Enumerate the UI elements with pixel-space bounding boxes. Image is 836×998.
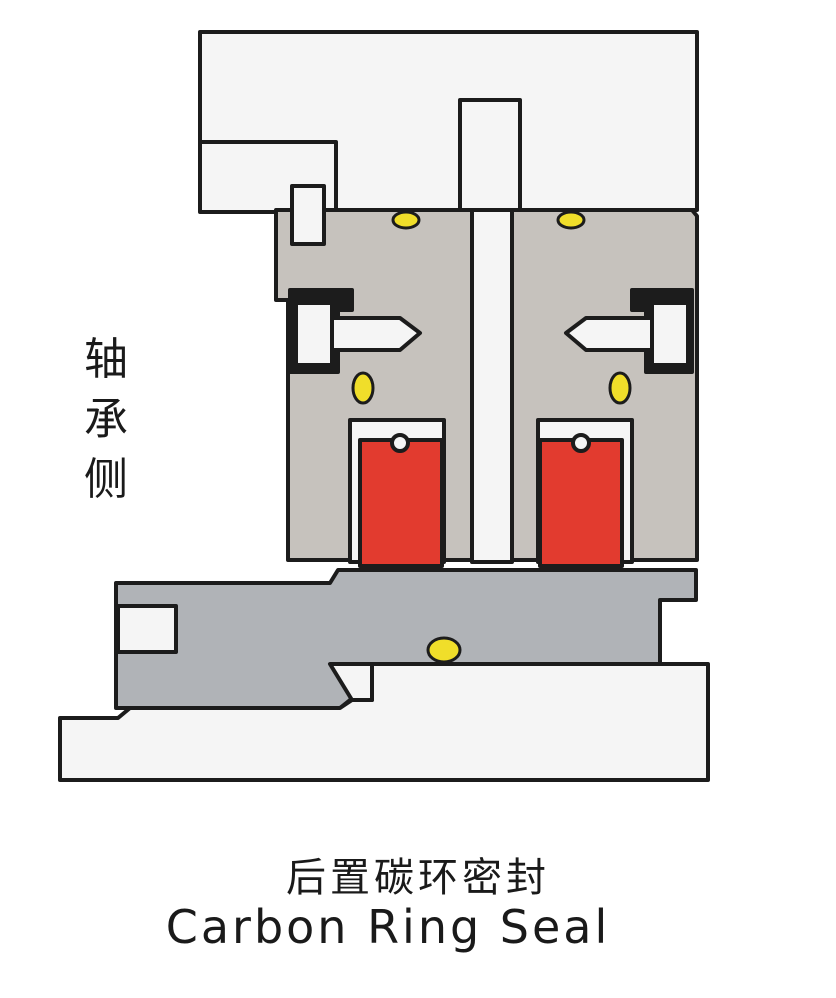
left-ring-pin [390, 433, 410, 453]
left-screw-head [294, 301, 334, 367]
center-channel [470, 208, 514, 564]
right-screw-head [650, 301, 690, 367]
o-ring-top-right [556, 210, 586, 230]
title-chinese: 后置碳环密封 [286, 855, 550, 901]
o-ring-mid-right [608, 371, 632, 405]
right-screw-shank [564, 316, 654, 352]
right-ring-pin [571, 433, 591, 453]
locating-pin [290, 184, 326, 246]
sleeve-slot [116, 604, 178, 654]
left-carbon-ring [358, 438, 444, 568]
center-pin-slot [458, 98, 522, 214]
o-ring-sleeve [426, 636, 462, 664]
title-english: Carbon Ring Seal [165, 900, 611, 954]
o-ring-top-left [391, 210, 421, 230]
left-screw-shank [330, 316, 422, 352]
shaft-step [328, 662, 374, 702]
o-ring-mid-left [351, 371, 375, 405]
bearing-side-label: 轴承侧 [84, 334, 128, 505]
right-carbon-ring [538, 438, 624, 568]
